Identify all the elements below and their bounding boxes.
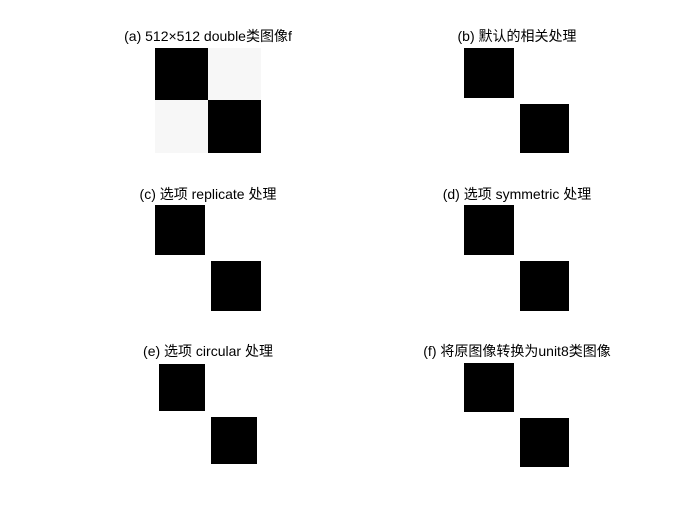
panel-c-dark-block-top-left xyxy=(155,205,205,255)
panel-a-dark-block-bottom-right xyxy=(208,100,261,153)
panel-b-dark-block-top-left xyxy=(464,48,514,98)
panel-b-title: (b) 默认的相关处理 xyxy=(457,28,577,44)
panel-d-dark-block-bottom-right xyxy=(520,261,569,311)
panel-e-dark-block-bottom-right xyxy=(211,417,257,464)
panel-c-title: (c) 选项 replicate 处理 xyxy=(139,186,277,202)
panel-b-dark-block-bottom-right xyxy=(520,104,569,153)
panel-a-title: (a) 512×512 double类图像f xyxy=(124,28,292,44)
panel-f-dark-block-bottom-right xyxy=(520,418,569,467)
panel-d-title: (d) 选项 symmetric 处理 xyxy=(442,186,592,202)
panel-d-dark-block-top-left xyxy=(464,205,514,255)
panel-a-light-block-bottom-left xyxy=(155,100,208,153)
panel-e-title: (e) 选项 circular 处理 xyxy=(143,343,273,359)
panel-e-dark-block-top-left xyxy=(159,364,205,411)
panel-f-title: (f) 将原图像转换为unit8类图像 xyxy=(423,343,611,359)
panel-f-dark-block-top-left xyxy=(464,363,514,412)
panel-c-dark-block-bottom-right xyxy=(211,261,261,311)
panel-a-dark-block-top-left xyxy=(155,48,208,101)
panel-a-light-block-top-right xyxy=(208,48,261,100)
